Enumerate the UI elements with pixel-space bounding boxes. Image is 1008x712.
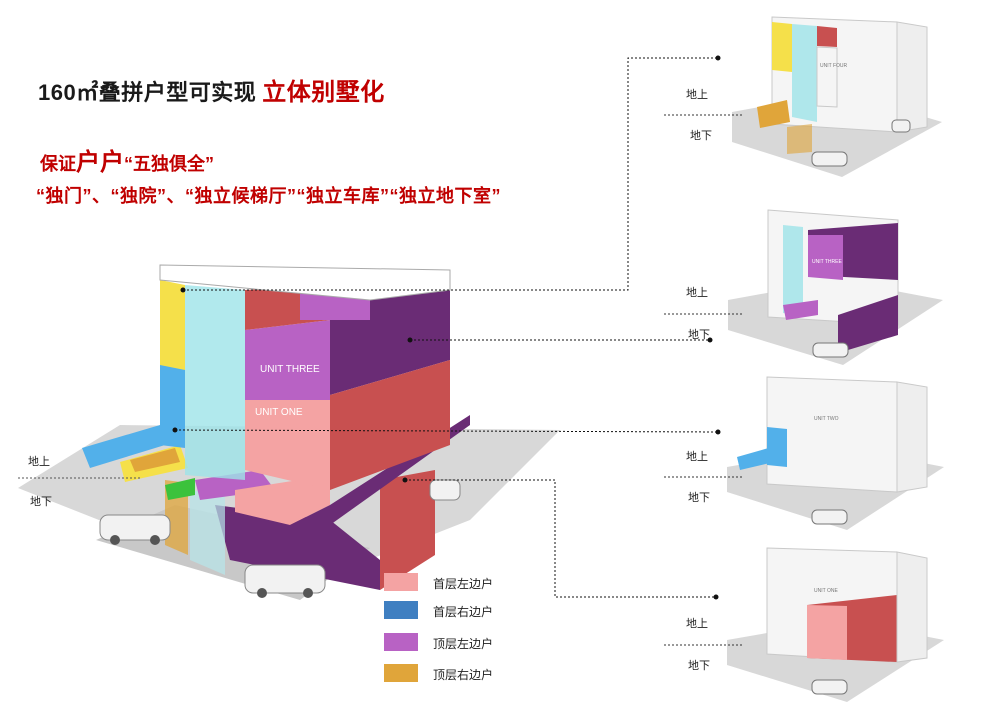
legend-label: 顶层左边户: [433, 637, 494, 651]
subtitle-big: 户户: [76, 149, 124, 176]
subtitle-suffix: “五独俱全”: [124, 154, 214, 174]
legend-item-first-floor-left: 首层左边户: [384, 573, 564, 593]
basement-glass: [190, 490, 225, 575]
roof-frame: [159, 264, 451, 301]
car-left: [99, 514, 171, 545]
legend-swatch: [384, 664, 418, 682]
platform-pink: [235, 475, 330, 525]
connector-4: [405, 479, 716, 598]
view-4-above-label: 地上: [686, 618, 708, 630]
view-4-illustration: UNIT ONE: [727, 547, 944, 702]
connector-dot-1b: [715, 55, 721, 61]
view-2-below-label: 地下: [688, 329, 710, 341]
title-main: 160㎡叠拼户型可实现: [38, 80, 257, 105]
view-1-level-line: [664, 114, 744, 116]
view-3-illustration: UNIT TWO: [727, 376, 944, 530]
connector-dot-2b: [707, 337, 713, 343]
building-blue: [160, 365, 185, 448]
view-4-level-line: [664, 644, 744, 646]
view-2-illustration: UNIT THREE: [728, 209, 943, 365]
main-below-label: 地下: [30, 496, 52, 508]
view-3-above-label: 地上: [686, 451, 708, 463]
connector-dot-3a: [172, 427, 178, 433]
legend-label: 首层右边户: [433, 605, 494, 619]
connector-dot-1a: [180, 287, 186, 293]
basement-purple: [215, 505, 380, 590]
view-4-below-label: 地下: [688, 660, 710, 672]
view-2-unit-label: UNIT THREE: [812, 259, 842, 265]
page-title: 160㎡叠拼户型可实现立体别墅化: [38, 72, 385, 107]
unit-three-label: UNIT THREE: [260, 364, 320, 375]
main-above-label: 地上: [28, 456, 50, 468]
building-red-side: [330, 360, 450, 490]
view-4-unit-label: UNIT ONE: [814, 588, 838, 594]
legend-item-top-floor-right: 顶层右边户: [384, 664, 564, 684]
connector-dot-4a: [402, 477, 408, 483]
connector-3: [174, 429, 719, 433]
connector-dot-4b: [713, 594, 719, 600]
view-1-above-label: 地上: [686, 89, 708, 101]
car-bottom: [244, 564, 326, 598]
legend-label: 顶层右边户: [433, 668, 494, 682]
legend-swatch: [384, 633, 418, 651]
view-2-level-line: [664, 313, 744, 315]
view-1-below-label: 地下: [690, 130, 712, 142]
view-3-below-label: 地下: [688, 492, 710, 504]
legend-item-first-floor-right: 首层右边户: [384, 601, 564, 621]
connector-dot-3b: [715, 429, 721, 435]
features-line: “独门”、“独院”、“独立候梯厅”“独立车库”“独立地下室”: [36, 186, 501, 206]
view-2-above-label: 地上: [686, 287, 708, 299]
connector-dot-2a: [407, 337, 413, 343]
view-3-unit-label: UNIT TWO: [814, 416, 839, 422]
courtyard-blue: [82, 425, 165, 468]
building-purple-front: [245, 320, 330, 400]
courtyard-green: [165, 478, 195, 500]
unit-one-label: UNIT ONE: [255, 407, 303, 418]
legend-swatch: [384, 601, 418, 619]
legend-label: 首层左边户: [433, 577, 494, 591]
subtitle-prefix: 保证: [40, 154, 76, 174]
view-1-unit-label: UNIT FOUR: [820, 63, 848, 69]
building-pink-front: [245, 395, 330, 490]
courtyard-orange-inner: [130, 448, 180, 472]
basement-red: [380, 470, 435, 590]
connector-1: [183, 57, 718, 291]
legend-item-top-floor-left: 顶层左边户: [384, 633, 564, 653]
title-accent: 立体别墅化: [262, 79, 385, 106]
building-glass: [185, 285, 245, 480]
view-1-illustration: UNIT FOUR: [732, 16, 942, 177]
subtitle: 保证户户“五独俱全”: [40, 142, 214, 177]
view-3-level-line: [664, 476, 744, 478]
legend-swatch: [384, 573, 418, 591]
